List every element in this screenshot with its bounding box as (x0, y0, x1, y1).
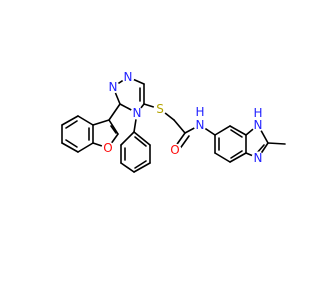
atom-o-furan: O (101, 141, 115, 155)
atom-label: S (156, 102, 164, 116)
bond (230, 150, 243, 159)
atom-n-benzimidazole-3: N (251, 151, 265, 165)
bond (61, 115, 79, 126)
atom-label: N (124, 70, 133, 84)
bond (65, 120, 78, 129)
bond (214, 152, 231, 163)
bond (229, 152, 247, 163)
atom-n-triazole-4: N (130, 106, 144, 120)
bond (61, 142, 79, 153)
atom-label: H (253, 106, 262, 120)
atom-label: N (133, 106, 142, 120)
bond (133, 162, 151, 173)
bond (120, 162, 135, 173)
bond (120, 131, 135, 146)
atom-h-amide: H (194, 105, 206, 119)
bond (229, 125, 247, 136)
bond (173, 119, 186, 134)
atom-label: N (254, 151, 263, 165)
bond (267, 142, 286, 145)
bond (108, 103, 121, 121)
bond (110, 125, 117, 134)
bond (77, 115, 94, 126)
bond (134, 160, 147, 169)
atom-n-amide: N (193, 118, 207, 132)
molecule-structure: O N N N S O N H (61, 70, 286, 173)
atom-labels: O N N N S O N H (101, 70, 265, 165)
atom-h-benzimidazole: H (252, 106, 264, 120)
atom-label: N (196, 118, 205, 132)
atom-label: N (109, 80, 118, 94)
atom-label: H (195, 105, 204, 119)
bond (77, 142, 94, 153)
atom-label: O (170, 143, 179, 157)
bond (65, 139, 78, 148)
atom-n-triazole-2: N (121, 70, 135, 84)
bond (133, 131, 151, 146)
atom-n-benzimidazole-1: N (251, 118, 265, 132)
molecule-drawing: O N N N S O N H (61, 70, 286, 173)
bond (134, 136, 147, 147)
atom-label: O (103, 141, 112, 155)
bond (230, 129, 243, 138)
atom-label: N (254, 118, 263, 132)
bond (92, 119, 110, 126)
atom-o-carbonyl: O (168, 143, 182, 157)
bond (108, 119, 119, 135)
atom-n-triazole-1: N (106, 80, 120, 94)
atom-s-thioether: S (153, 102, 167, 116)
bond (214, 125, 231, 136)
